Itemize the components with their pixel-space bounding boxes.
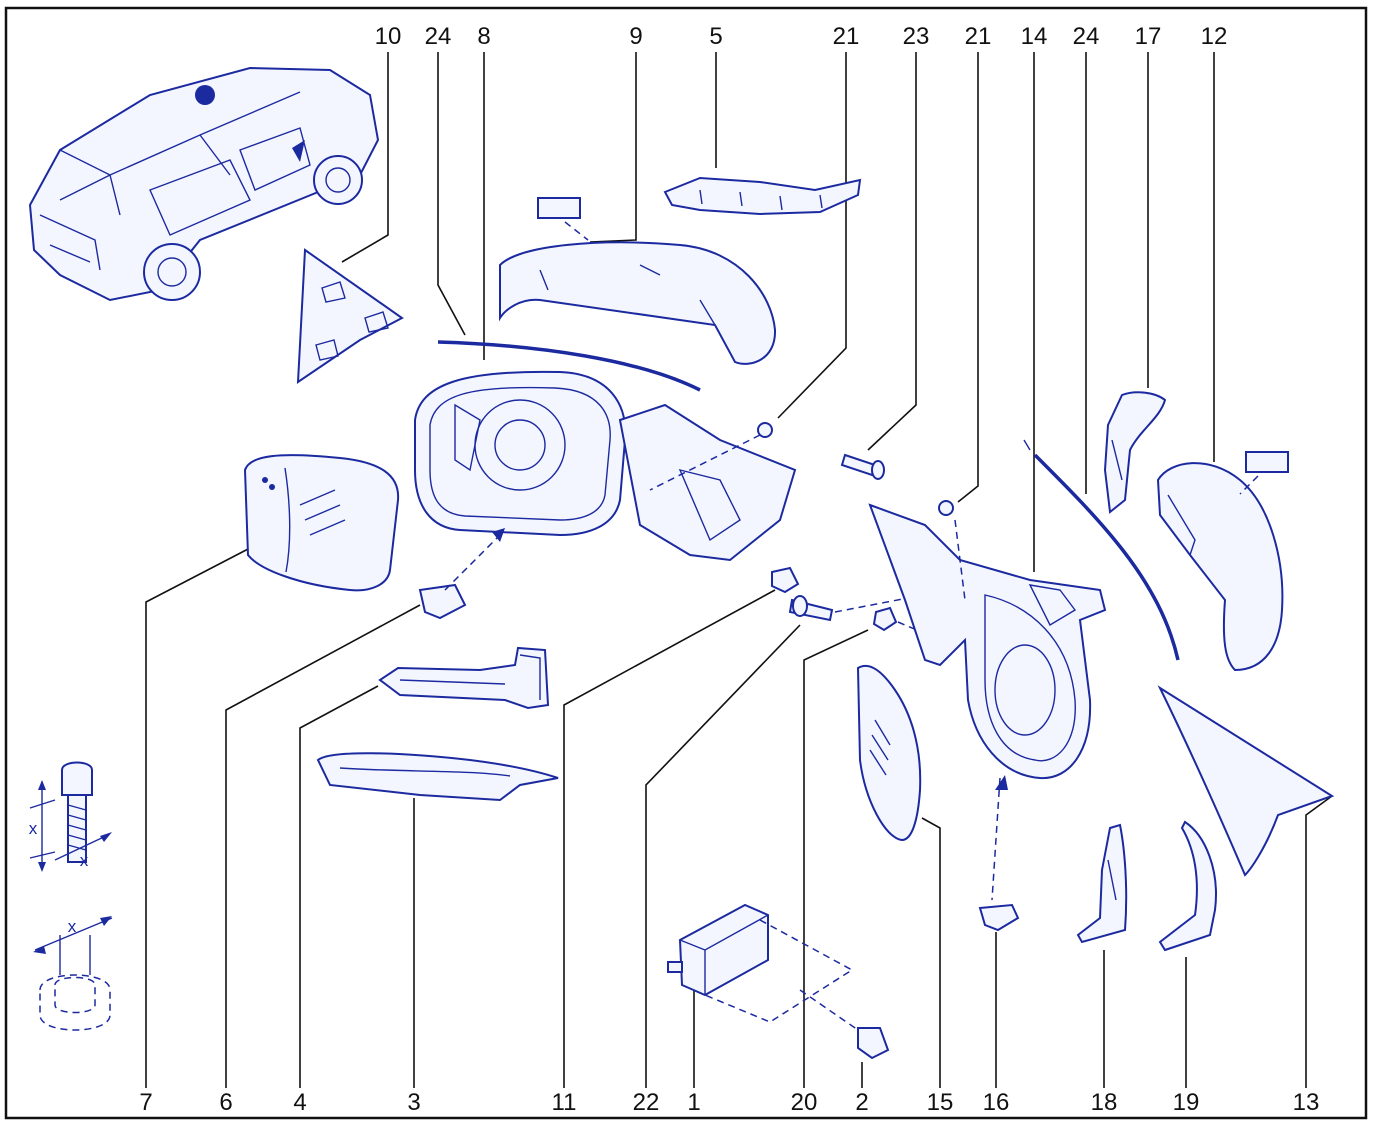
bottom-leader-lines bbox=[145, 547, 1333, 1088]
mirror-trim-upper bbox=[663, 176, 862, 216]
callout-10: 10 bbox=[375, 23, 402, 50]
callout-14: 14 bbox=[1021, 23, 1048, 50]
mirror-glass-left bbox=[243, 454, 400, 592]
callout-16: 16 bbox=[983, 1089, 1010, 1116]
callout-24: 24 bbox=[425, 23, 452, 50]
sail-trim-right bbox=[1157, 685, 1335, 877]
dimension-x-bolt-length: x bbox=[29, 819, 38, 838]
bottom-callouts: 7 6 4 3 11 22 1 20 2 15 16 18 19 13 bbox=[139, 1089, 1319, 1116]
sail-trim-left bbox=[296, 248, 404, 384]
seal-strip-left bbox=[437, 340, 701, 392]
callout-21: 21 bbox=[965, 23, 992, 50]
callout-5: 5 bbox=[709, 23, 722, 50]
callout-3: 3 bbox=[407, 1089, 420, 1116]
dimension-x-nut-width: x bbox=[68, 917, 77, 936]
lower-cover bbox=[316, 752, 559, 802]
mirror-housing-right bbox=[868, 503, 1107, 901]
mirror-cap-left bbox=[499, 197, 777, 365]
callout-12: 12 bbox=[1201, 23, 1228, 50]
callout-23: 23 bbox=[903, 23, 930, 50]
trim-piece-19 bbox=[1158, 820, 1217, 952]
dimension-detail-nut: x bbox=[33, 916, 113, 1031]
plug-left bbox=[757, 422, 773, 438]
callout-7: 7 bbox=[139, 1089, 152, 1116]
callout-6: 6 bbox=[219, 1089, 232, 1116]
mirror-cap-right bbox=[1156, 451, 1289, 672]
vehicle-overview-illustration bbox=[28, 66, 380, 302]
mirror-glass-right bbox=[856, 664, 922, 842]
callout-1: 1 bbox=[687, 1089, 700, 1116]
callout-18: 18 bbox=[1091, 1089, 1118, 1116]
callout-11: 11 bbox=[552, 1089, 577, 1116]
bolt bbox=[788, 587, 961, 622]
callout-8: 8 bbox=[477, 23, 490, 50]
callout-2: 2 bbox=[855, 1089, 868, 1116]
callout-9: 9 bbox=[629, 23, 642, 50]
callout-20: 20 bbox=[791, 1089, 818, 1116]
dimension-detail-bolt: x x bbox=[29, 761, 112, 872]
mirror-housing-left bbox=[414, 370, 797, 562]
glass-clip bbox=[418, 528, 505, 620]
blind-spot-module bbox=[667, 903, 854, 1023]
callout-22: 22 bbox=[633, 1089, 660, 1116]
callout-21: 21 bbox=[833, 23, 860, 50]
clip-right bbox=[978, 903, 1020, 932]
callout-24: 24 bbox=[1073, 23, 1100, 50]
plug-right bbox=[938, 500, 954, 516]
seal-strip-right-tip bbox=[1023, 439, 1031, 451]
seal-strip-right bbox=[1033, 453, 1180, 661]
trim-piece-18 bbox=[1076, 823, 1128, 944]
mirror-screw bbox=[840, 453, 885, 480]
diagram-frame bbox=[4, 6, 1368, 1120]
dimension-x-bolt-width: x bbox=[80, 851, 89, 870]
module-screw bbox=[799, 989, 890, 1060]
callout-15: 15 bbox=[927, 1089, 954, 1116]
top-callouts: 10 24 8 9 5 21 23 21 14 24 17 12 bbox=[375, 23, 1228, 50]
indicator-right bbox=[1103, 391, 1167, 514]
grommet bbox=[771, 566, 800, 594]
callout-13: 13 bbox=[1293, 1089, 1320, 1116]
callout-19: 19 bbox=[1173, 1089, 1200, 1116]
indicator-lens bbox=[378, 646, 550, 710]
callout-17: 17 bbox=[1135, 23, 1162, 50]
top-leader-lines bbox=[341, 52, 1215, 572]
callout-4: 4 bbox=[293, 1089, 306, 1116]
